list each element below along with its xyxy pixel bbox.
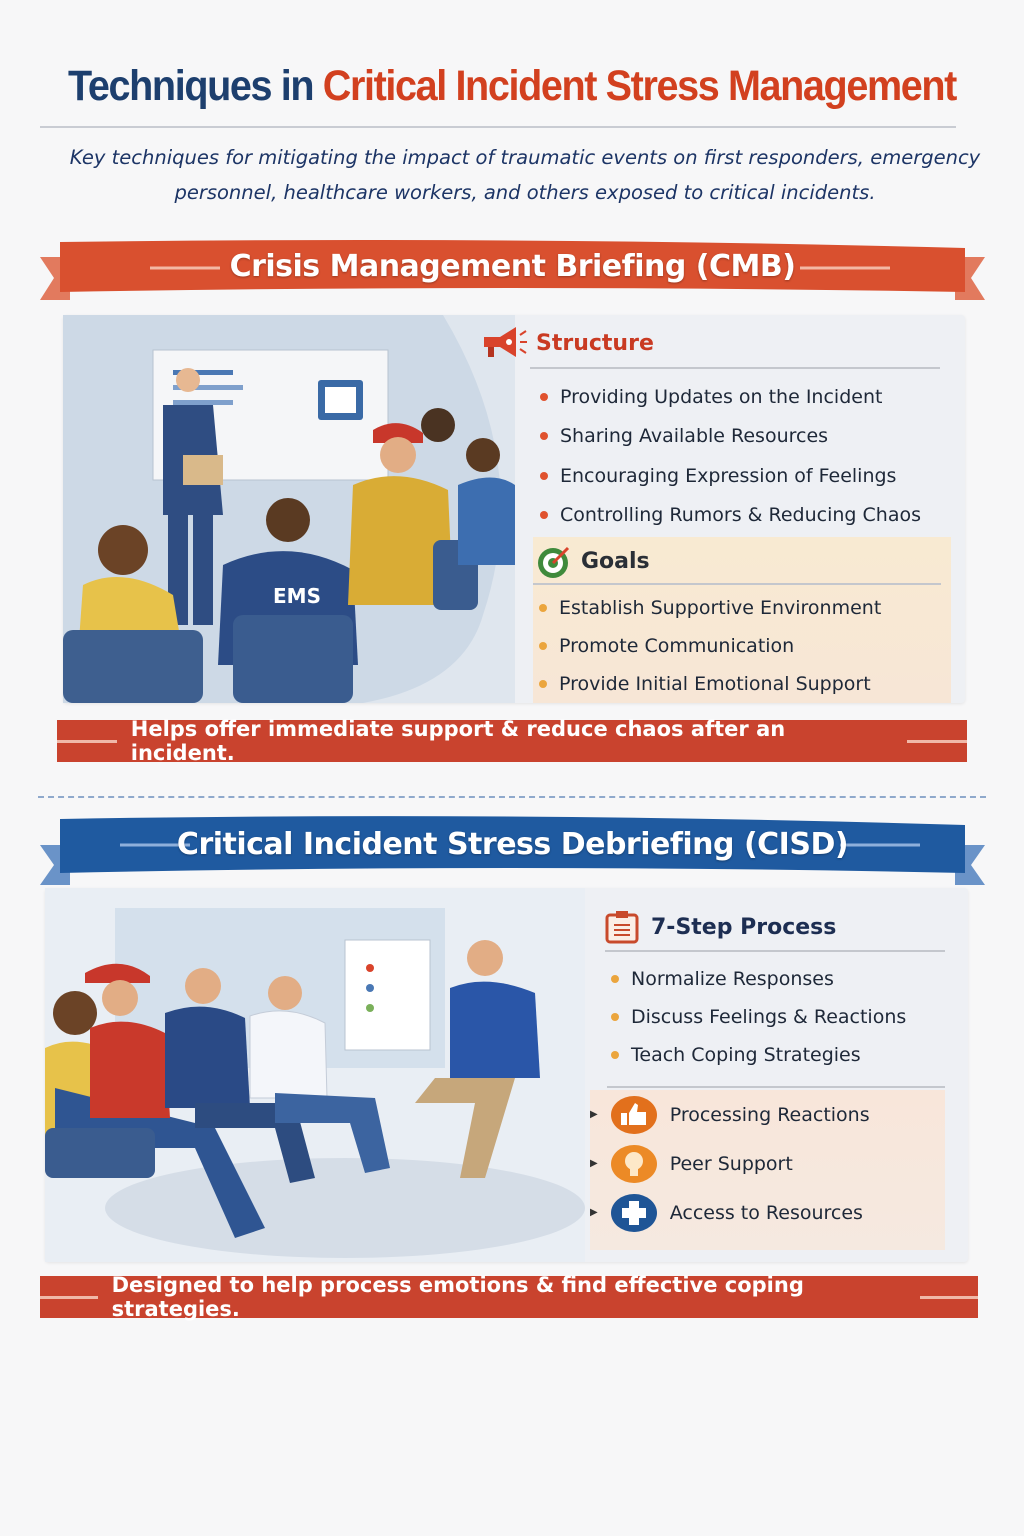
cisd-ribbon-title: Critical Incident Stress Debriefing (CIS… xyxy=(176,826,849,862)
clipboard-icon xyxy=(605,911,639,944)
list-item: Encouraging Expression of Feelings xyxy=(540,456,940,496)
cmb-ribbon-title: Crisis Management Briefing (CMB) xyxy=(229,248,796,284)
cisd-ribbon: Critical Incident Stress Debriefing (CIS… xyxy=(40,815,985,885)
cmb-ribbon: Crisis Management Briefing (CMB) xyxy=(40,240,985,300)
cmb-structure: Structure Providing Updates on the Incid… xyxy=(478,325,940,535)
process-heading: 7-Step Process xyxy=(651,914,837,940)
outcomes-list: ▶ Processing Reactions ▶ Peer Support ▶ … xyxy=(590,1090,945,1237)
list-item: Controlling Rumors & Reducing Chaos xyxy=(540,496,940,536)
lightbulb-icon xyxy=(610,1144,657,1183)
cisd-process: 7-Step Process Normalize Responses Discu… xyxy=(605,910,945,1088)
list-item: Teach Coping Strategies xyxy=(611,1036,945,1074)
list-item: ▶ Access to Resources xyxy=(590,1188,945,1237)
list-item: Discuss Feelings & Reactions xyxy=(611,998,945,1036)
process-list: Normalize Responses Discuss Feelings & R… xyxy=(611,960,945,1074)
medical-cross-icon xyxy=(610,1193,657,1232)
goals-list: Establish Supportive Environment Promote… xyxy=(539,589,951,703)
goals-heading: Goals xyxy=(581,548,650,574)
page-title: Techniques in Critical Incident Stress M… xyxy=(68,62,957,110)
list-item: Providing Updates on the Incident xyxy=(540,377,940,417)
title-divider xyxy=(40,126,956,128)
structure-list: Providing Updates on the Incident Sharin… xyxy=(540,377,940,535)
subtitle: Key techniques for mitigating the impact… xyxy=(69,146,981,204)
cisd-summary-banner: Designed to help process emotions & find… xyxy=(40,1273,979,1321)
cisd-panel: 7-Step Process Normalize Responses Discu… xyxy=(45,888,968,1262)
list-item: Establish Supportive Environment xyxy=(539,589,951,627)
megaphone-icon xyxy=(484,327,527,357)
list-item: Provide Initial Emotional Support xyxy=(539,665,951,703)
ems-label: EMS xyxy=(273,584,321,608)
cmb-goals: Goals Establish Supportive Environment P… xyxy=(533,537,951,703)
cmb-summary-banner: Helps offer immediate support & reduce c… xyxy=(57,717,968,765)
cmb-panel: EMS Structure Providing Updates on the I… xyxy=(63,315,965,703)
list-item: Sharing Available Resources xyxy=(540,417,940,457)
cmb-briefing-illustration: EMS xyxy=(63,315,515,703)
list-item: Normalize Responses xyxy=(611,960,945,998)
thumbs-up-icon xyxy=(610,1095,657,1134)
cisd-outcomes: ▶ Processing Reactions ▶ Peer Support ▶ … xyxy=(590,1090,945,1250)
list-item: Promote Communication xyxy=(539,627,951,665)
target-icon xyxy=(538,546,570,578)
list-item: ▶ Processing Reactions xyxy=(590,1090,945,1139)
structure-heading: Structure xyxy=(536,330,654,356)
cisd-debriefing-illustration xyxy=(45,888,585,1262)
section-divider xyxy=(38,796,986,798)
list-item: ▶ Peer Support xyxy=(590,1139,945,1188)
